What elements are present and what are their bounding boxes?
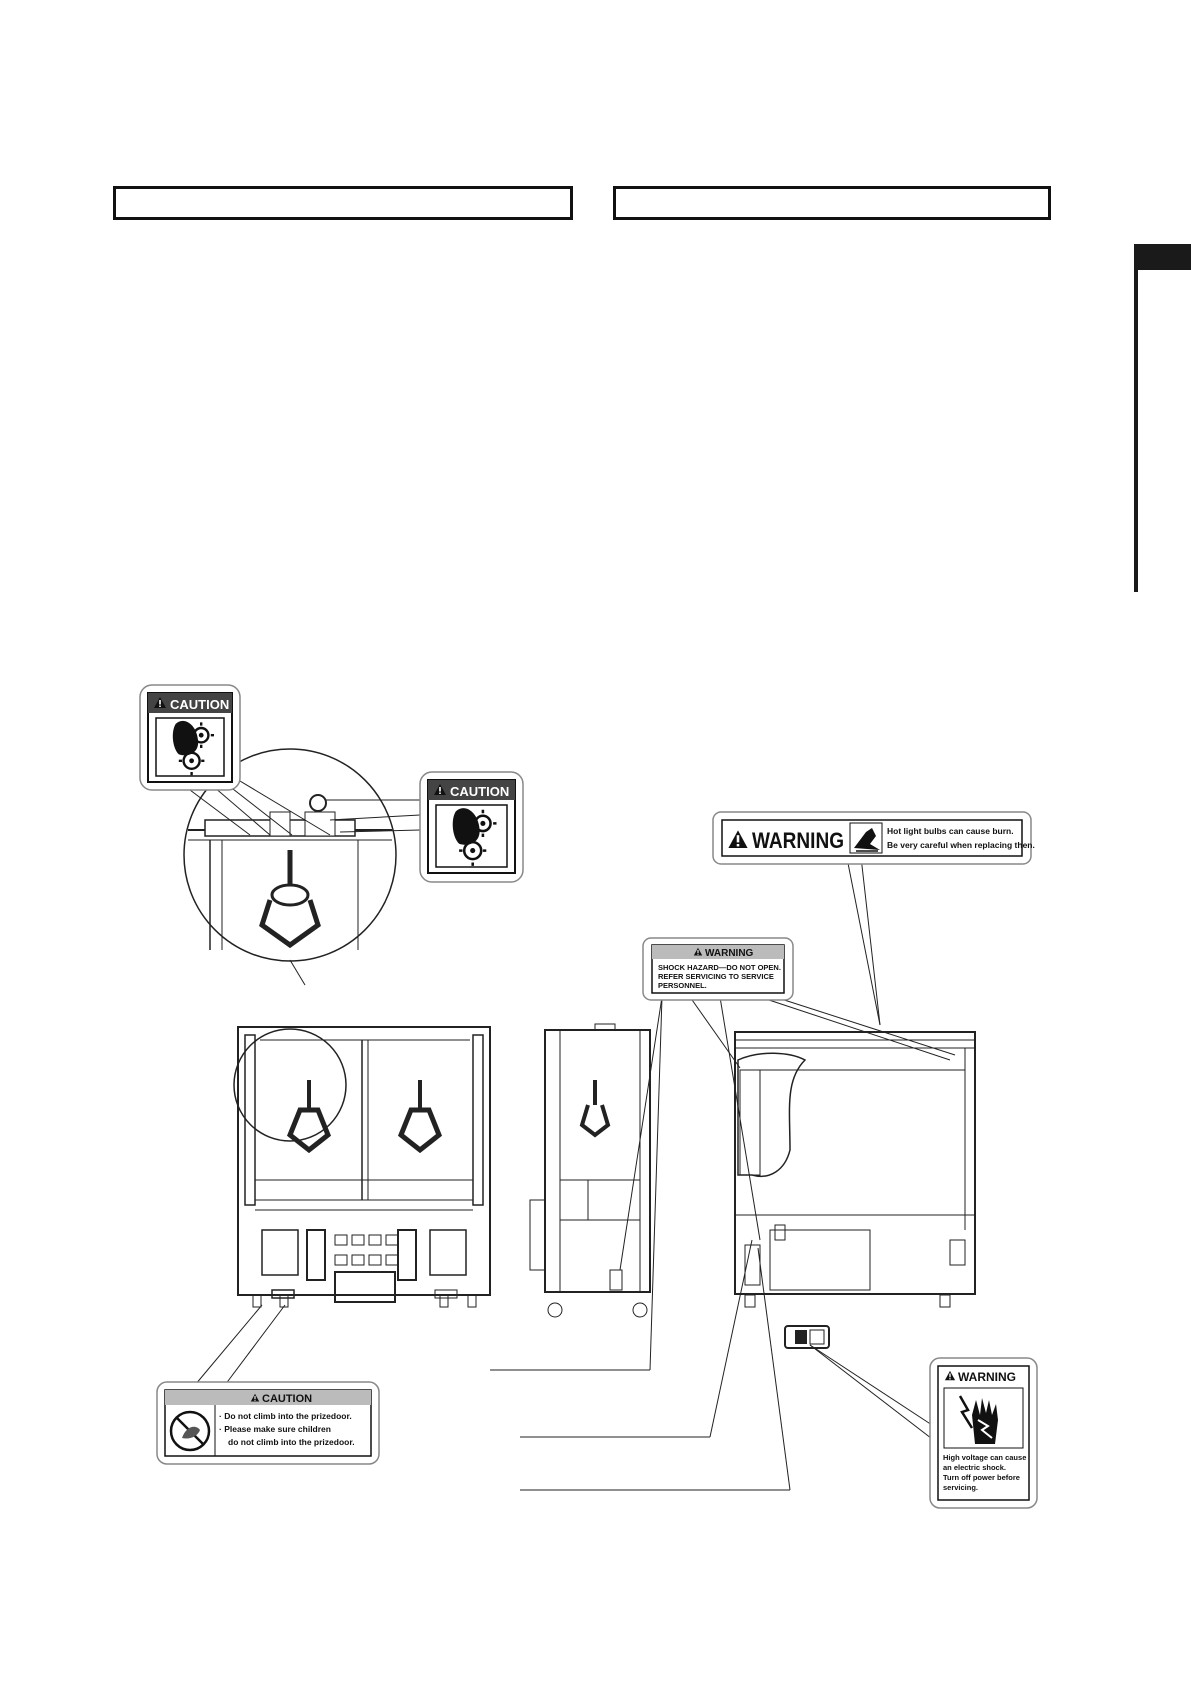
section-header-left	[113, 186, 573, 220]
front-zoom-circle	[233, 1028, 347, 1142]
chapter-side-rule	[1134, 244, 1138, 592]
warning-text-line: Be very careful when replacing then.	[887, 840, 1035, 850]
warning-text-line: REFER SERVICING TO SERVICE	[658, 972, 774, 981]
warning-label-hot-bulbs: WARNING Hot light bulbs can cause burn. …	[712, 811, 1035, 865]
warning-text-line: an electric shock.	[943, 1463, 1006, 1472]
warning-heading: WARNING	[958, 1370, 1016, 1384]
caution-label-top-left: CAUTION	[139, 684, 241, 791]
caution-label-top-right: CAUTION	[419, 771, 524, 883]
warning-text-line: Hot light bulbs can cause burn.	[887, 826, 1014, 836]
caution-text-line: do not climb into the prizedoor.	[228, 1437, 355, 1447]
section-header-right	[613, 186, 1051, 220]
caution-heading: CAUTION	[262, 1393, 312, 1405]
connector-detail	[784, 1325, 830, 1349]
caution-heading: CAUTION	[170, 697, 229, 712]
warning-heading: WARNING	[705, 948, 754, 959]
warning-text-line: High voltage can cause	[943, 1453, 1026, 1462]
warning-heading: WARNING	[752, 828, 844, 853]
warning-label-shock-hazard: WARNING SHOCK HAZARD—DO NOT OPEN. REFER …	[642, 937, 794, 1001]
claw-detail-zoom	[183, 748, 397, 962]
cabinet-front-view	[237, 1026, 491, 1308]
warning-text-line: Turn off power before	[943, 1473, 1020, 1482]
warning-text-line: PERSONNEL.	[658, 981, 707, 990]
caution-label-prizedoor: CAUTION · Do not climb into the prizedoo…	[156, 1381, 380, 1465]
cabinet-rear-view	[734, 1031, 976, 1308]
no-climb-icon	[169, 1410, 211, 1452]
caution-text-line: · Please make sure children	[219, 1424, 331, 1434]
electric-shock-hand-icon	[958, 1395, 998, 1444]
hot-bulb-hand-icon	[854, 828, 880, 852]
warning-text-line: SHOCK HAZARD—DO NOT OPEN.	[658, 963, 781, 972]
caution-heading: CAUTION	[450, 784, 509, 799]
cabinet-side-view	[529, 1023, 651, 1318]
chapter-side-tab	[1134, 244, 1191, 270]
caution-text-line: · Do not climb into the prizedoor.	[219, 1411, 352, 1421]
warning-text-line: servicing.	[943, 1483, 978, 1492]
warning-label-high-voltage: WARNING High voltage can cause an electr…	[929, 1357, 1038, 1509]
leader-lines	[169, 774, 956, 1491]
